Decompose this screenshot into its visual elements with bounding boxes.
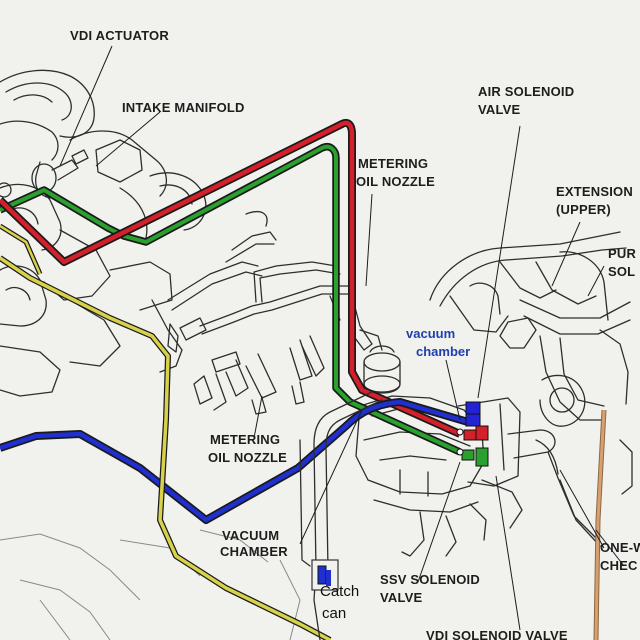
label-metering-oil-nozzle-bottom-line2: OIL NOZZLE <box>208 450 287 465</box>
label-intake-manifold: INTAKE MANIFOLD <box>122 100 245 115</box>
yellow-hose <box>0 223 332 640</box>
label-one-way-check-line2: CHEC <box>600 558 638 573</box>
blue-hose <box>0 398 470 524</box>
label-purge-line1: PUR <box>608 246 636 261</box>
label-metering-oil-nozzle-bottom-line1: METERING <box>210 432 280 447</box>
label-extension-line1: EXTENSION <box>556 184 633 199</box>
label-vdi-actuator: VDI ACTUATOR <box>70 28 169 43</box>
leader-lines <box>59 45 625 631</box>
label-vacuum-chamber-line2: CHAMBER <box>220 544 288 559</box>
label-vacuum-chamber-blue-line2: chamber <box>416 344 470 359</box>
label-air-solenoid-valve-line1: AIR SOLENOID <box>478 84 574 99</box>
label-catch-can-line2: can <box>322 605 346 622</box>
red-hose <box>0 119 462 438</box>
catch-can-hose <box>299 391 383 640</box>
label-metering-oil-nozzle-top-line2: OIL NOZZLE <box>356 174 435 189</box>
label-air-solenoid-valve-line2: VALVE <box>478 102 521 117</box>
label-ssv-solenoid-valve-line1: SSV SOLENOID <box>380 572 480 587</box>
label-purge-line2: SOL <box>608 264 635 279</box>
air-solenoid-valve <box>456 401 489 467</box>
label-vdi-solenoid-valve: VDI SOLENOID VALVE <box>426 628 568 640</box>
label-ssv-solenoid-valve-line2: VALVE <box>380 590 423 605</box>
orange-hose <box>593 409 607 640</box>
label-one-way-check-line1: ONE-W <box>600 540 640 555</box>
label-catch-can-line1: Catch <box>320 583 359 600</box>
catch-can <box>311 559 339 591</box>
label-vacuum-chamber-blue-line1: vacuum <box>406 326 455 341</box>
label-vacuum-chamber-line1: VACUUM <box>222 528 279 543</box>
label-metering-oil-nozzle-top-line1: METERING <box>358 156 428 171</box>
label-extension-line2: (UPPER) <box>556 202 611 217</box>
